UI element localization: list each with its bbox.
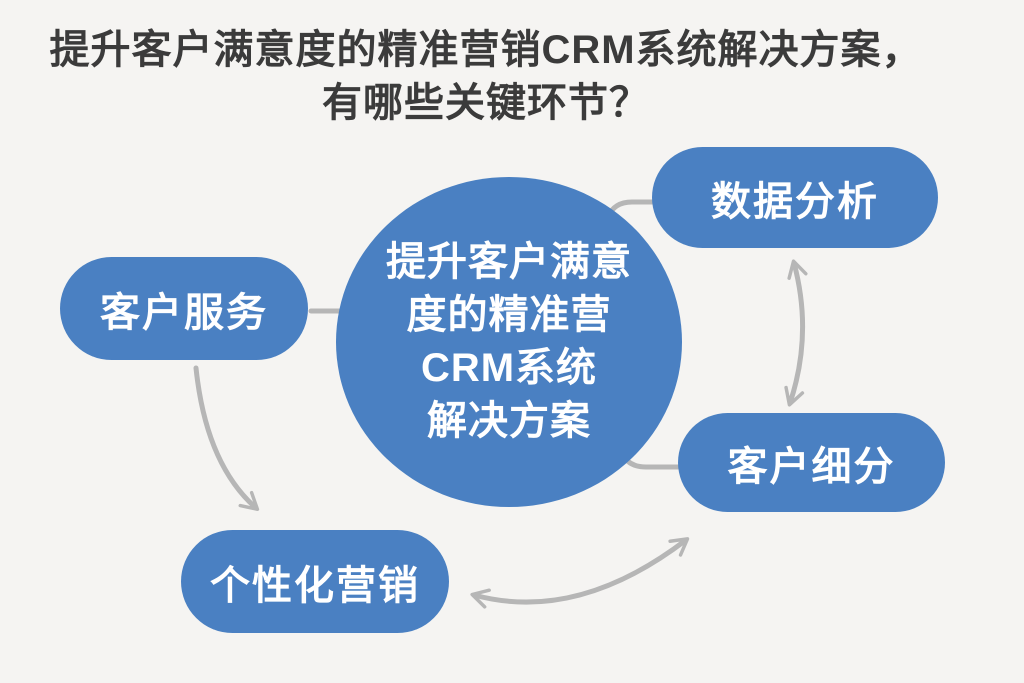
node-data-analysis-label: 数据分析 <box>711 179 879 224</box>
page-title: 提升客户满意度的精准营销CRM系统解决方案， 有哪些关键环节？ <box>0 24 972 130</box>
node-data-analysis: 数据分析 <box>652 147 938 248</box>
center-node-line4: 解决方案 <box>427 399 591 443</box>
page-title-line2: 有哪些关键环节？ <box>322 80 650 125</box>
node-personalized-marketing-label: 个性化营销 <box>210 563 420 608</box>
node-customer-service-label: 客户服务 <box>100 290 268 335</box>
arrow-analysis-segmentation <box>784 259 808 407</box>
node-personalized-marketing: 个性化营销 <box>181 530 449 633</box>
node-customer-service: 客户服务 <box>60 257 308 360</box>
arrow-service-personalized <box>193 365 260 511</box>
node-customer-segmentation-label: 客户细分 <box>727 444 896 489</box>
node-customer-segmentation: 客户细分 <box>678 413 945 512</box>
center-node-line1: 提升客户满意 <box>386 240 632 284</box>
arrow-personalized-segmentation <box>470 537 690 609</box>
center-node: 提升客户满意 度的精准营 CRM系统 解决方案 <box>336 177 682 507</box>
page-title-line1: 提升客户满意度的精准营销CRM系统解决方案， <box>49 28 923 72</box>
center-node-line3: CRM系统 <box>420 346 598 390</box>
center-node-line2: 度的精准营 <box>406 293 612 337</box>
